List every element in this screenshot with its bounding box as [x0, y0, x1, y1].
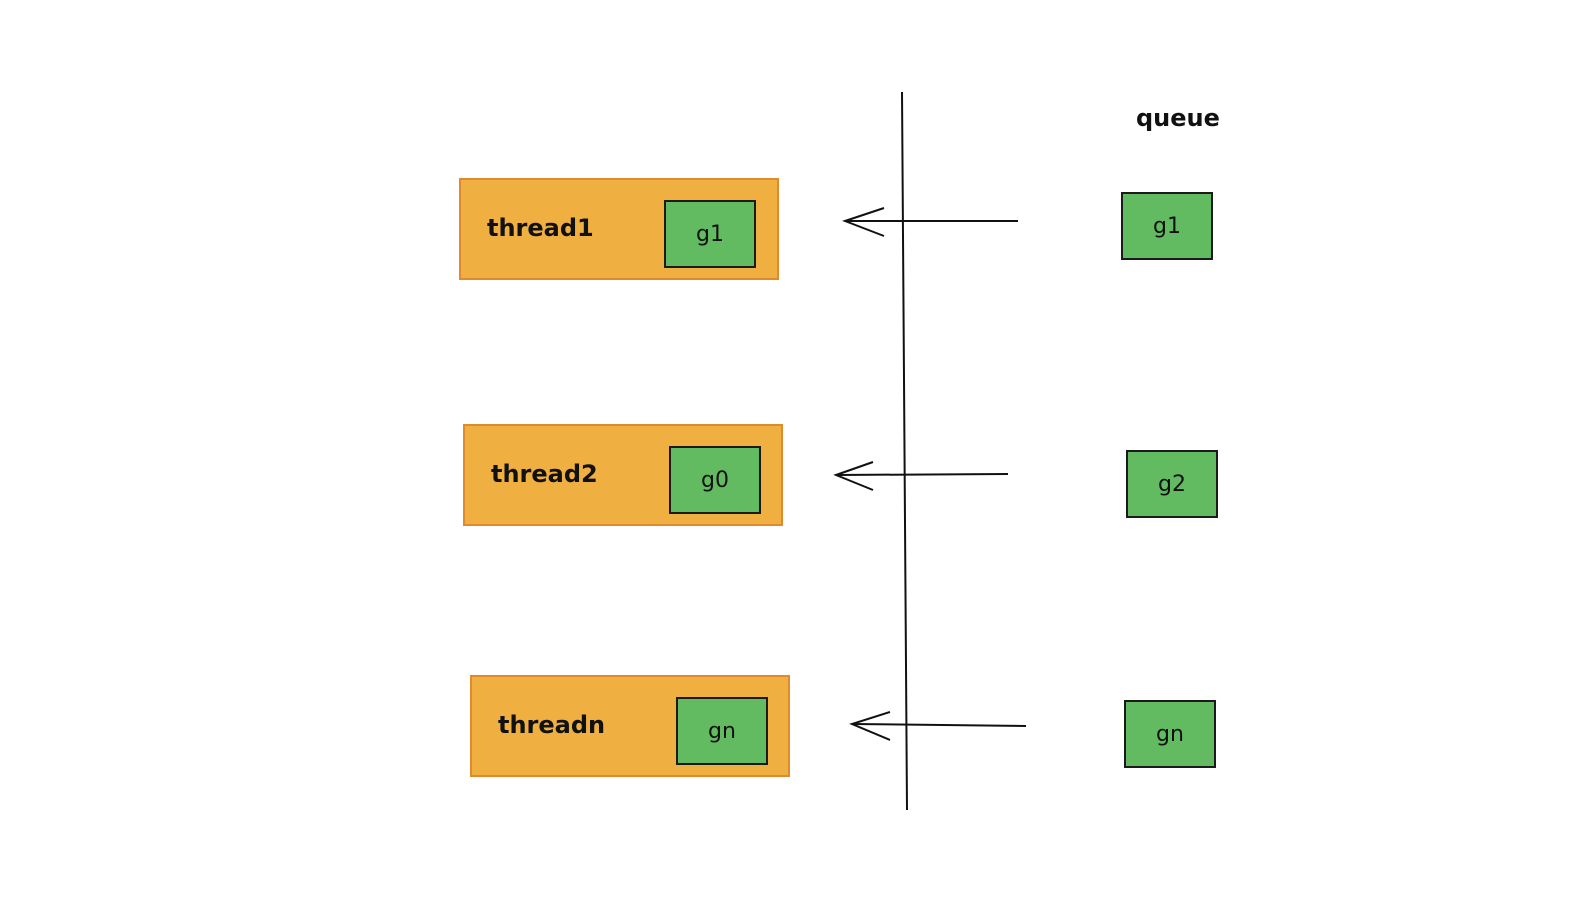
thread-label: thread1	[487, 214, 594, 242]
thread-box-2: thread2 g0	[463, 424, 783, 526]
arrow-1	[842, 207, 1018, 237]
goroutine-box: g0	[669, 446, 761, 514]
divider-line	[901, 91, 908, 811]
queue-item-1: g1	[1121, 192, 1213, 260]
queue-label: queue	[1136, 104, 1220, 132]
arrow-2	[833, 461, 1009, 491]
queue-item-2: g2	[1126, 450, 1218, 518]
goroutine-box: gn	[676, 697, 768, 765]
goroutine-box: g1	[664, 200, 756, 268]
thread-label: threadn	[498, 711, 606, 739]
thread-box-1: thread1 g1	[459, 178, 779, 280]
thread-box-n: threadn gn	[470, 675, 790, 777]
queue-item-n: gn	[1124, 700, 1216, 768]
thread-label: thread2	[491, 460, 598, 488]
arrow-n	[849, 711, 1027, 741]
